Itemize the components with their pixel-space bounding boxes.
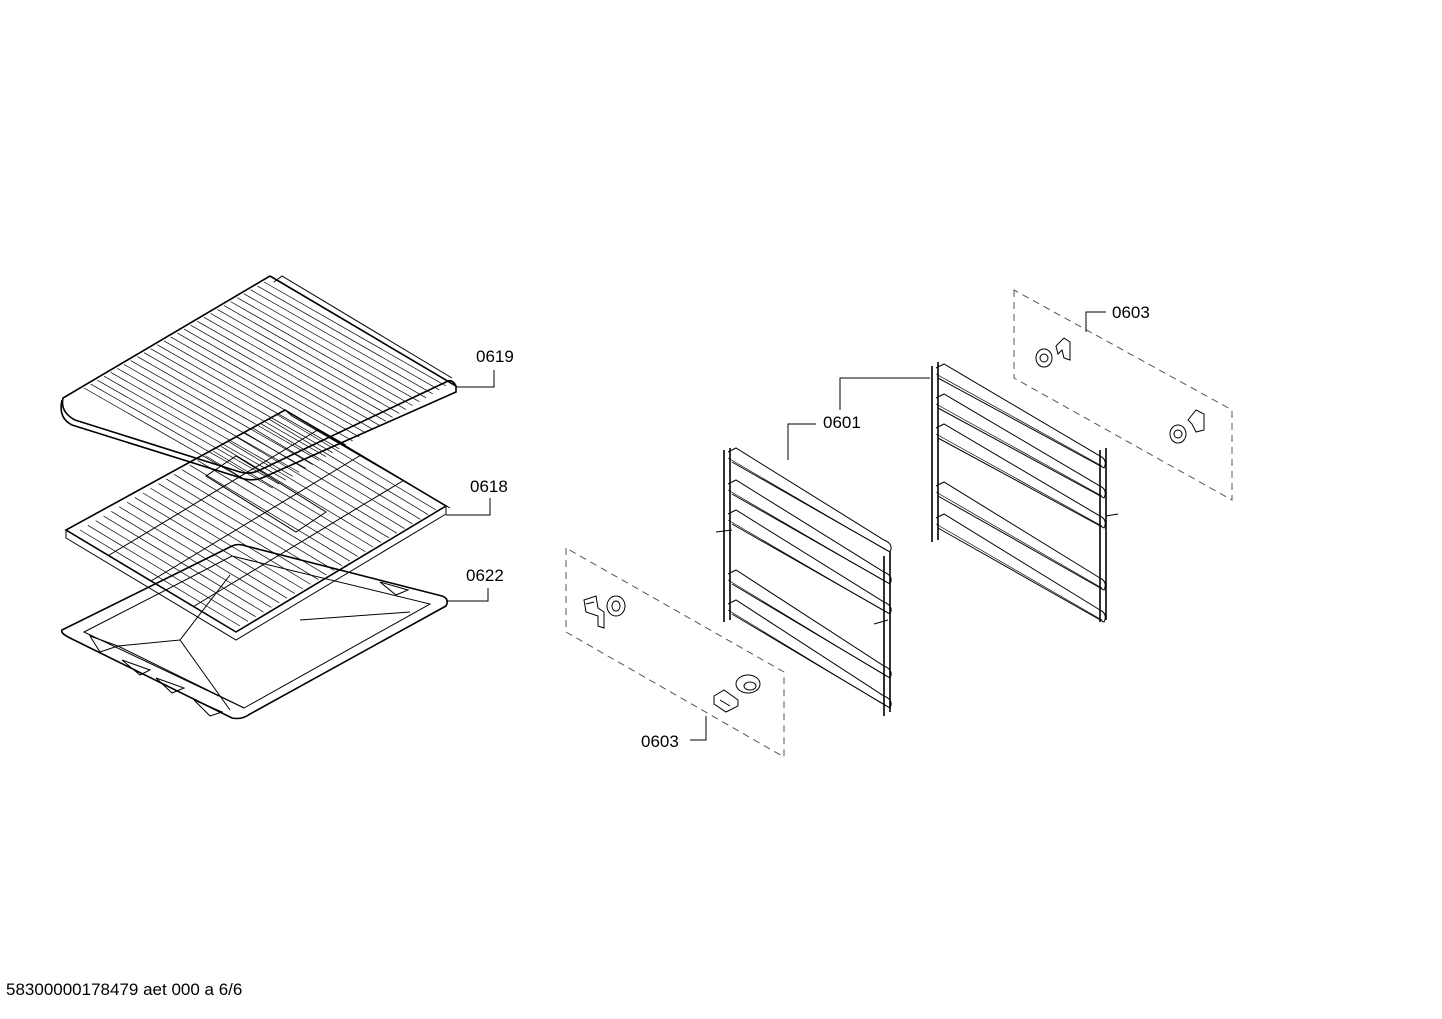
callout-0619: 0619	[476, 347, 514, 366]
grill-rack-0618	[64, 409, 451, 641]
callout-0601: 0601	[823, 413, 861, 432]
callout-0603-bottom: 0603	[641, 732, 679, 751]
wire-shelf-0619	[60, 275, 457, 493]
shelf-runner-right-0601	[931, 362, 1119, 623]
clip-group-0603-bottom	[565, 547, 785, 758]
leader-lines	[446, 311, 1106, 741]
shelf-runner-left-0601	[715, 447, 892, 716]
document-id-footer: 58300000178479 aet 000 a 6/6	[6, 980, 243, 999]
clip-group-0603-top	[1013, 289, 1233, 501]
baking-tray-0622	[60, 543, 449, 720]
callout-0618: 0618	[470, 477, 508, 496]
callout-0603-top: 0603	[1112, 303, 1150, 322]
callout-0622: 0622	[466, 566, 504, 585]
